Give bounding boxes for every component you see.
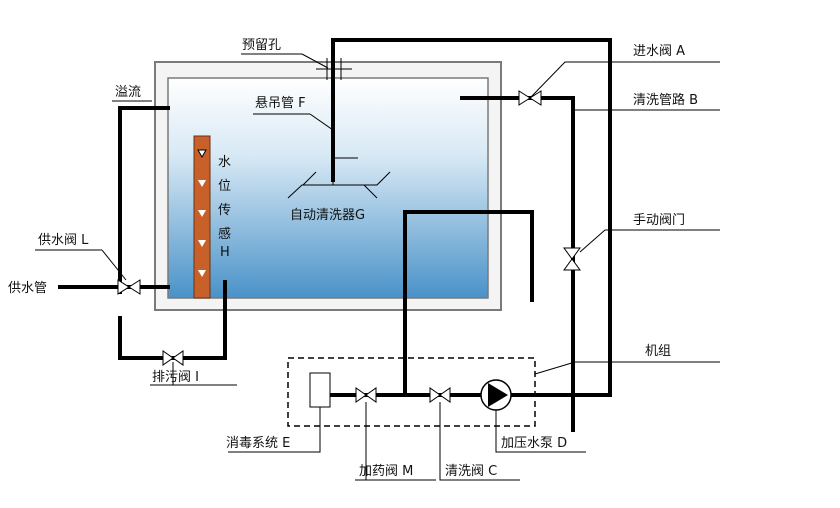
manual-valve-pipe <box>403 210 534 397</box>
label-sensor-char-4: 感 <box>218 226 231 242</box>
label-sensor-char-1: 水 <box>218 155 231 170</box>
reserved-hole <box>316 58 352 80</box>
label-dosing-valve-m: 加药阀 M <box>359 464 413 479</box>
unit-box <box>287 357 536 427</box>
label-reserved-hole: 预留孔 <box>242 38 281 53</box>
supply-valve-l <box>117 279 141 295</box>
tank-water <box>167 77 489 299</box>
auto-cleaner-bottom <box>302 171 317 186</box>
sensor-marker-top <box>197 149 207 159</box>
overflow-pipe <box>118 106 170 294</box>
sensor-marker <box>198 270 206 277</box>
label-auto-cleaner-g: 自动清洗器G <box>290 208 365 223</box>
label-cleaning-valve-c: 清洗阀 C <box>445 464 497 479</box>
sensor-marker <box>198 240 206 247</box>
label-drain-valve-i: 排污阀 I <box>152 370 199 385</box>
label-booster-pump-d: 加压水泵 D <box>501 436 567 451</box>
label-disinfection-system-e: 消毒系统 E <box>226 436 290 451</box>
label-hanging-pipe-f: 悬吊管 F <box>255 96 306 111</box>
cleaning-valve-c <box>429 387 451 403</box>
label-inlet-valve-a: 进水阀 A <box>633 44 685 59</box>
label-unit: 机组 <box>645 344 671 359</box>
auto-cleaner <box>287 171 391 199</box>
disinfection-system-e <box>309 372 331 408</box>
label-overflow: 溢流 <box>115 85 141 100</box>
inlet-valve-a <box>518 90 542 106</box>
label-sensor-char-3: 传 <box>218 203 231 218</box>
label-supply-valve-l: 供水阀 L <box>38 233 89 248</box>
label-supply-pipe: 供水管 <box>8 281 47 296</box>
drain-valve-i <box>162 350 184 366</box>
auto-cleaner-right <box>363 184 378 199</box>
leader-lines <box>35 53 720 481</box>
label-cleaning-pipeline-b: 清洗管路 B <box>633 92 698 108</box>
label-manual-valve: 手动阀门 <box>633 213 685 228</box>
sensor-marker <box>198 210 206 217</box>
label-sensor-char-2: 位 <box>218 179 231 194</box>
cleaning-pipe-b <box>460 96 575 432</box>
hanging-pipe-loop <box>331 38 612 397</box>
sensor-marker <box>198 180 206 187</box>
dosing-valve-m <box>355 387 377 403</box>
booster-pump-d <box>480 379 512 411</box>
label-sensor-char-5: H <box>220 245 230 260</box>
manual-valve <box>563 247 581 271</box>
